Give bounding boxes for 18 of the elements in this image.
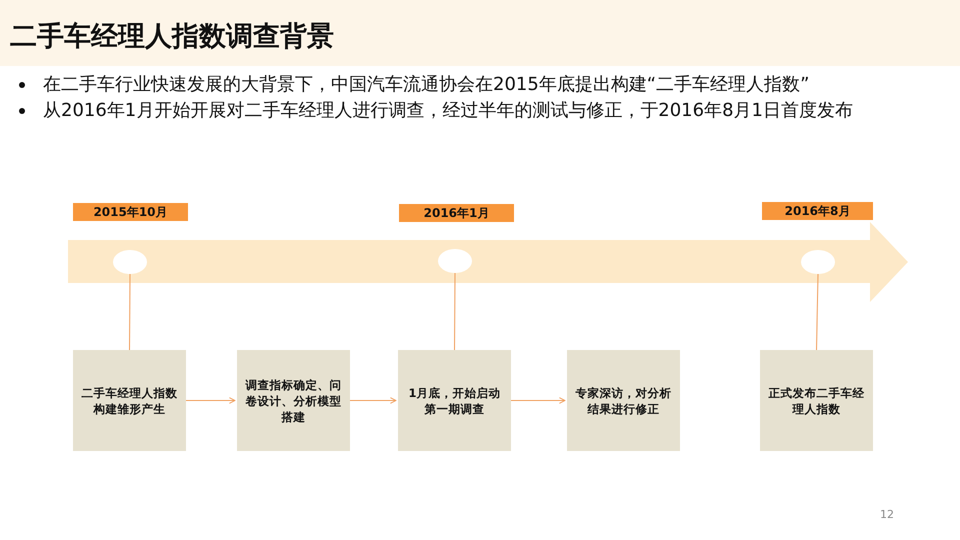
arrow: [350, 397, 396, 404]
arrow: [510, 397, 566, 404]
date-tag: 2015年10月: [73, 203, 188, 221]
connector-line: [816, 274, 818, 350]
step-box: 专家深访，对分析结果进行修正: [567, 350, 680, 451]
step-box: 调查指标确定、问卷设计、分析模型搭建: [237, 350, 350, 451]
date-tag: 2016年8月: [762, 202, 873, 220]
step-box: 正式发布二手车经理人指数: [760, 350, 873, 451]
arrow: [186, 397, 236, 404]
page-number: 12: [880, 508, 894, 521]
bullet-text: 在二手车行业快速发展的大背景下，中国汽车流通协会在2015年底提出构建“二手车经理人指数”: [43, 74, 810, 96]
date-tag: 2016年1月: [399, 204, 514, 222]
slide-title: 二手车经理人指数调查背景: [10, 20, 334, 54]
connector-line: [454, 272, 456, 350]
step-box: 1月底，开始启动第一期调查: [398, 350, 511, 451]
bullet-text: 从2016年1月开始开展对二手车经理人进行调查，经过半年的测试与修正，于2016年8月1日首度发布: [43, 100, 854, 122]
step-box: 二手车经理人指数构建雏形产生: [73, 350, 186, 451]
connector-line: [129, 274, 130, 350]
